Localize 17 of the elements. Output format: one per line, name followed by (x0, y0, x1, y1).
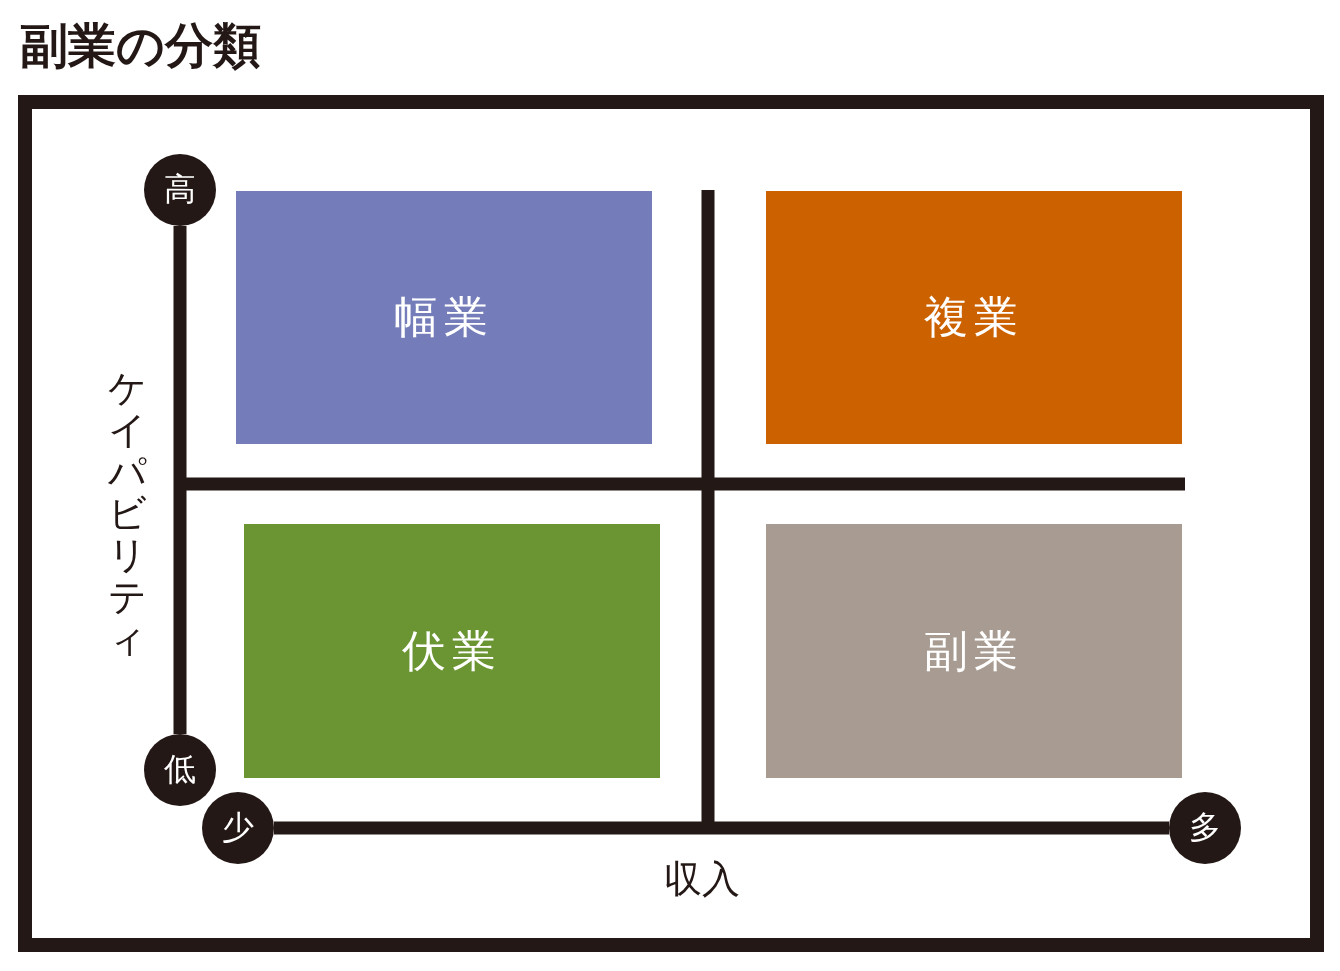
quadrant-label: 伏業 (402, 623, 502, 678)
axis-line (274, 821, 1169, 835)
axis-end-label: 多 (1189, 807, 1221, 848)
quadrant-label: 副業 (924, 623, 1024, 678)
quadrant-label: 複業 (924, 290, 1024, 344)
quadrant-box (766, 191, 1182, 444)
axis-end-label: 高 (164, 169, 196, 210)
quadrant-box (236, 191, 652, 444)
quadrant-box (766, 524, 1182, 778)
quadrant-box (244, 524, 660, 778)
axis-title: ケイパビリティ (108, 368, 146, 661)
axis-line (173, 226, 187, 734)
quadrant-label: 幅業 (394, 290, 494, 344)
axis-end-label: 低 (164, 749, 196, 790)
axis-end-label: 少 (222, 807, 254, 848)
title: 副業の分類 (20, 16, 261, 75)
axis-title: 収入 (664, 856, 740, 903)
